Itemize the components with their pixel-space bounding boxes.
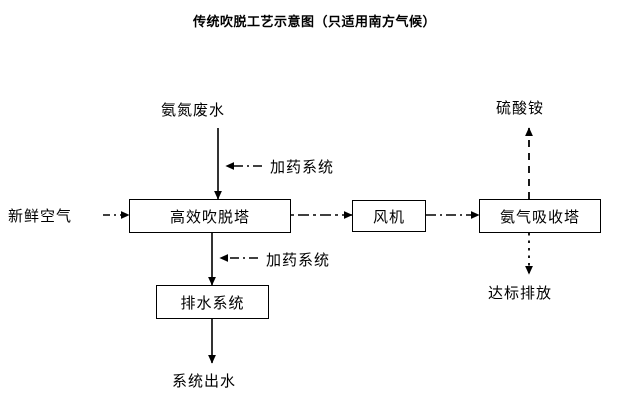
node-absorption-tower-label: 氨气吸收塔: [499, 207, 580, 226]
node-stripping-tower-label: 高效吹脱塔: [169, 207, 250, 226]
label-ammonium-sulfate: 硫酸铵: [496, 99, 545, 117]
page-title: 传统吹脱工艺示意图（只适用南方气候）: [192, 15, 436, 30]
node-blower-label: 风机: [372, 207, 405, 226]
label-dosing-lower: 加药系统: [266, 251, 331, 269]
node-absorption-tower[interactable]: 氨气吸收塔: [479, 199, 601, 233]
label-system-effluent: 系统出水: [172, 372, 237, 390]
node-blower[interactable]: 风机: [352, 200, 426, 232]
node-drainage-system[interactable]: 排水系统: [156, 285, 269, 319]
node-stripping-tower[interactable]: 高效吹脱塔: [129, 199, 291, 233]
label-influent: 氨氮废水: [161, 101, 226, 119]
label-compliant-discharge: 达标排放: [488, 284, 553, 302]
label-fresh-air: 新鲜空气: [8, 207, 73, 225]
label-dosing-upper: 加药系统: [270, 158, 335, 176]
node-drainage-system-label: 排水系统: [180, 293, 245, 312]
